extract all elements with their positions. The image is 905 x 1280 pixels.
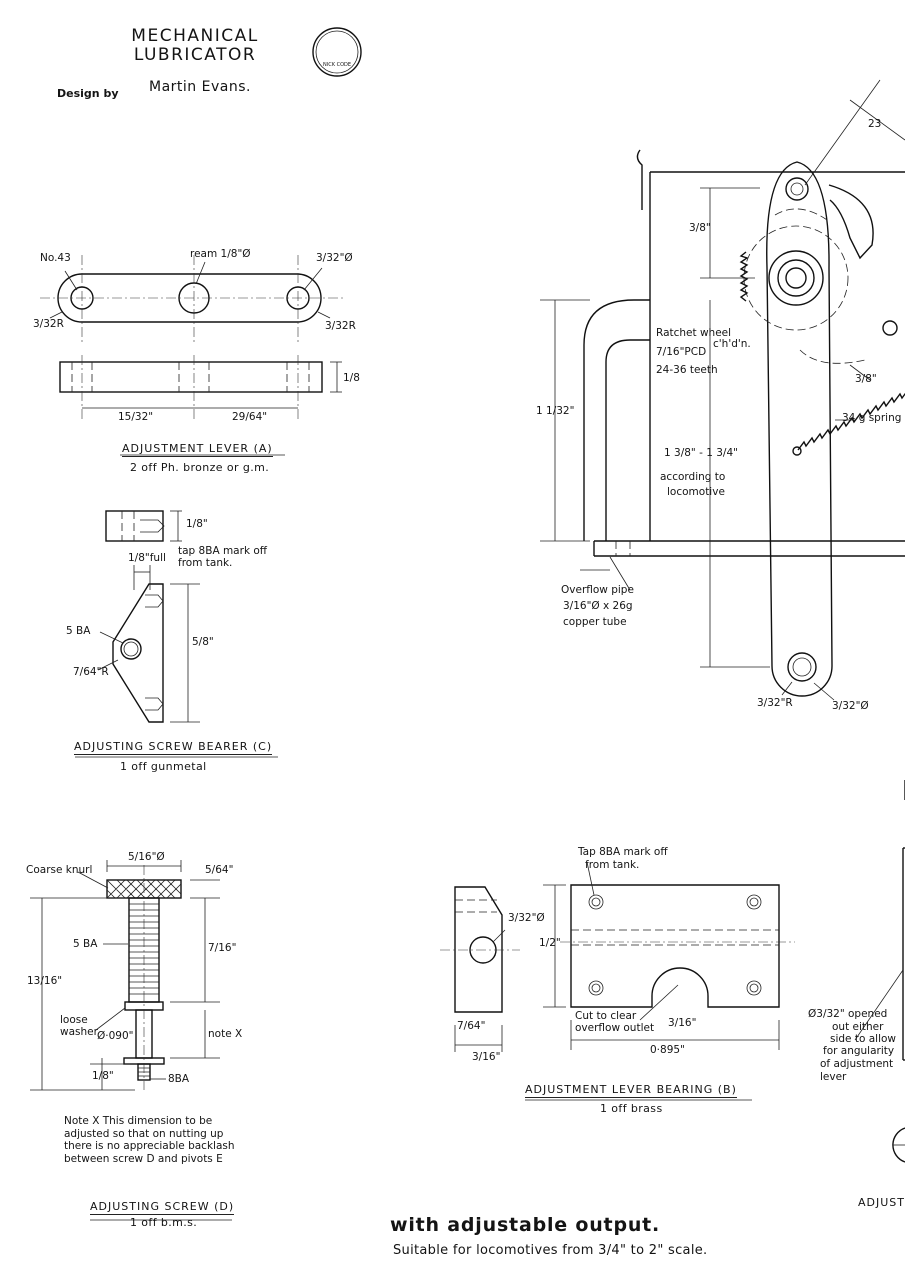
screw-note: Note X This dimension to be adjusted so … — [64, 1115, 235, 1165]
fragment-opened-5: of adjustment — [820, 1058, 894, 1070]
ratchet-teeth: 24-36 teeth — [656, 364, 718, 376]
lever-hole-right: 3/32"Ø — [316, 252, 353, 264]
ratchet-label-2: c'h'd'n. — [713, 338, 751, 350]
main-dim-23: 23 — [868, 118, 882, 130]
bearing-tap-2: from tank. — [585, 859, 640, 871]
bearer-5ba: 5 BA — [66, 625, 91, 637]
footer-line-1: with adjustable output. — [390, 1214, 661, 1236]
adjusting-screw — [30, 860, 232, 1221]
bearing-subcaption: 1 off brass — [600, 1102, 663, 1115]
bearing-w1: 7/64" — [457, 1020, 486, 1032]
lever-caption: ADJUSTMENT LEVER (A) — [122, 442, 273, 457]
fragment-opened-2: out either — [832, 1021, 884, 1033]
bearing-tap-1: Tap 8BA mark off — [578, 846, 668, 858]
bearer-thickness: 1/8" — [186, 518, 208, 530]
spring-label: 34 g spring — [842, 412, 902, 424]
fragment-opened-4: for angularity — [823, 1045, 895, 1057]
screw-washer-2: washer — [60, 1026, 98, 1038]
main-dim-3-8-b: 3/8" — [855, 373, 877, 385]
main-dim-3-8: 3/8" — [689, 222, 711, 234]
screw-subcaption: 1 off b.m.s. — [130, 1216, 198, 1229]
main-range: 1 3/8" - 1 3/4" — [664, 447, 738, 459]
screw-total: 13/16" — [27, 975, 63, 987]
screw-note-x: note X — [208, 1028, 243, 1040]
lever-thickness: 1/8 — [343, 372, 360, 384]
bearer-tap-2: from tank. — [178, 557, 233, 569]
lever-bottom-hole: 3/32"Ø — [832, 700, 869, 712]
lever-bottom-radius: 3/32"R — [757, 697, 793, 709]
main-height: 1 1/32" — [536, 405, 575, 417]
design-by-label: Design by — [57, 87, 119, 100]
lever-subcaption: 2 off Ph. bronze or g.m. — [130, 461, 270, 474]
bearer-full: 1/8"full — [128, 552, 166, 564]
screw-knurl: Coarse knurl — [26, 864, 93, 876]
screw-diameter: 5/16"Ø — [128, 851, 165, 863]
bearing-w2: 3/16" — [472, 1051, 501, 1063]
footer-line-2: Suitable for locomotives from 3/4" to 2"… — [393, 1243, 708, 1258]
bearing-cut-2: overflow outlet — [575, 1022, 655, 1034]
screw-washer-1: loose — [60, 1014, 88, 1026]
screw-bottom: 1/8" — [92, 1070, 114, 1082]
main-according: according to — [660, 471, 726, 483]
lever-bearing-end-view — [440, 886, 520, 1052]
bearer-end-view — [105, 510, 182, 542]
right-fragment — [854, 780, 905, 1163]
lever-hole-no43: No.43 — [40, 252, 71, 264]
stamp-circle — [312, 27, 362, 77]
title-line-2: LUBRICATOR — [133, 45, 257, 65]
bearing-height: 1/2" — [539, 937, 561, 949]
screw-top-dim: 5/64" — [205, 864, 234, 876]
bearing-cut-dim: 3/16" — [668, 1017, 697, 1029]
bearing-cut-1: Cut to clear — [575, 1010, 637, 1022]
bearing-hole: 3/32"Ø — [508, 912, 545, 924]
lever-ream-label: ream 1/8"Ø — [190, 248, 251, 260]
screw-5ba: 5 BA — [73, 938, 98, 950]
screw-washer-dia: Ø·090" — [97, 1030, 134, 1042]
overflow-label-1: Overflow pipe — [561, 584, 634, 596]
adjustment-lever-plan — [40, 255, 345, 345]
bearer-caption: ADJUSTING SCREW BEARER (C) — [74, 740, 273, 755]
main-locomotive: locomotive — [667, 486, 725, 498]
lever-bearing-plan-view — [525, 861, 795, 1101]
bearing-caption: ADJUSTMENT LEVER BEARING (B) — [525, 1083, 737, 1098]
lever-radius-left: 3/32R — [33, 318, 64, 330]
bearer-tap-1: tap 8BA mark off — [178, 545, 268, 557]
fragment-opened-3: side to allow — [830, 1033, 897, 1045]
overflow-label-2: 3/16"Ø x 26g — [563, 600, 633, 612]
lever-dim-2: 29/64" — [232, 411, 268, 423]
main-assembly — [540, 79, 905, 701]
bearing-length: 0·895" — [650, 1044, 685, 1056]
screw-8ba: 8BA — [168, 1073, 190, 1085]
fragment-opened-1: Ø3/32" opened — [808, 1008, 888, 1020]
ratchet-pcd: 7/16"PCD — [656, 346, 707, 358]
fragment-opened-6: lever — [820, 1071, 847, 1083]
title-line-1: MECHANICAL — [131, 26, 259, 46]
overflow-label-3: copper tube — [563, 616, 627, 628]
bearer-radius: 7/64"R — [73, 666, 109, 678]
bearer-subcaption: 1 off gunmetal — [120, 760, 207, 773]
fragment-caption: ADJUST — [858, 1196, 905, 1209]
ratchet-label-1: Ratchet wheel — [656, 327, 732, 339]
adjustment-lever-side — [59, 355, 342, 456]
screw-length: 7/16" — [208, 942, 237, 954]
lever-dim-1: 15/32" — [118, 411, 154, 423]
screw-caption: ADJUSTING SCREW (D) — [90, 1200, 235, 1215]
bearer-height: 5/8" — [192, 636, 214, 648]
lever-radius-right: 3/32R — [325, 320, 356, 332]
stamp-text: NICK CODE — [323, 62, 352, 68]
designer-name: Martin Evans. — [149, 79, 251, 95]
bearer-plan-view — [75, 565, 278, 758]
